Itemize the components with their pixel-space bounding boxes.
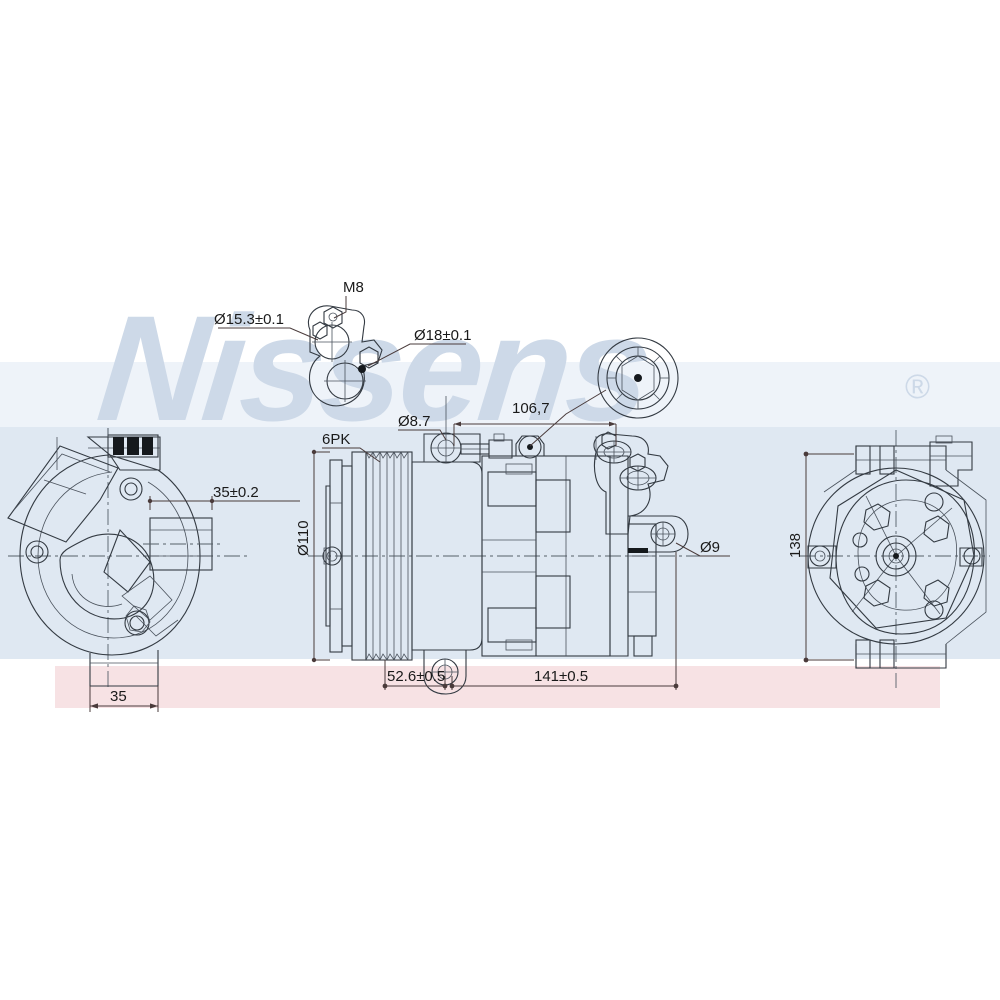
leader-6pk: 6PK (322, 431, 381, 463)
dimension-52-6: 52.6±0.5 (382, 660, 448, 690)
label-6pk: 6PK (322, 431, 350, 448)
front-view (308, 337, 700, 695)
dimension-106-7: 106,7 (453, 389, 617, 447)
label-d8-7: Ø8.7 (398, 413, 431, 430)
label-106-7: 106,7 (512, 400, 550, 417)
dimension-141: 141±0.5 (449, 552, 679, 690)
right-view (800, 430, 990, 688)
label-141: 141±0.5 (534, 668, 588, 685)
detail-label-d15-3: Ø15.3±0.1 (214, 311, 284, 328)
leader-d8-7: Ø8.7 (398, 413, 447, 441)
detail-label-m8: M8 (343, 279, 364, 296)
left-view (7, 428, 250, 690)
dimension-35-tolerance-label: 35±0.2 (213, 484, 259, 501)
dimension-138: 138 (787, 451, 854, 663)
label-d110: Ø110 (295, 520, 312, 556)
label-d9: Ø9 (700, 539, 720, 556)
detail-label-d18: Ø18±0.1 (414, 327, 471, 344)
dimension-35-tolerance: 35±0.2 (147, 484, 300, 510)
dimension-35: 35 (89, 686, 159, 712)
leader-d9: Ø9 (675, 539, 730, 557)
label-138: 138 (787, 533, 804, 558)
dimension-d110: Ø110 (295, 449, 330, 663)
dimension-35-label: 35 (110, 688, 127, 705)
detail-view (218, 296, 466, 407)
label-52-6: 52.6±0.5 (387, 668, 445, 685)
